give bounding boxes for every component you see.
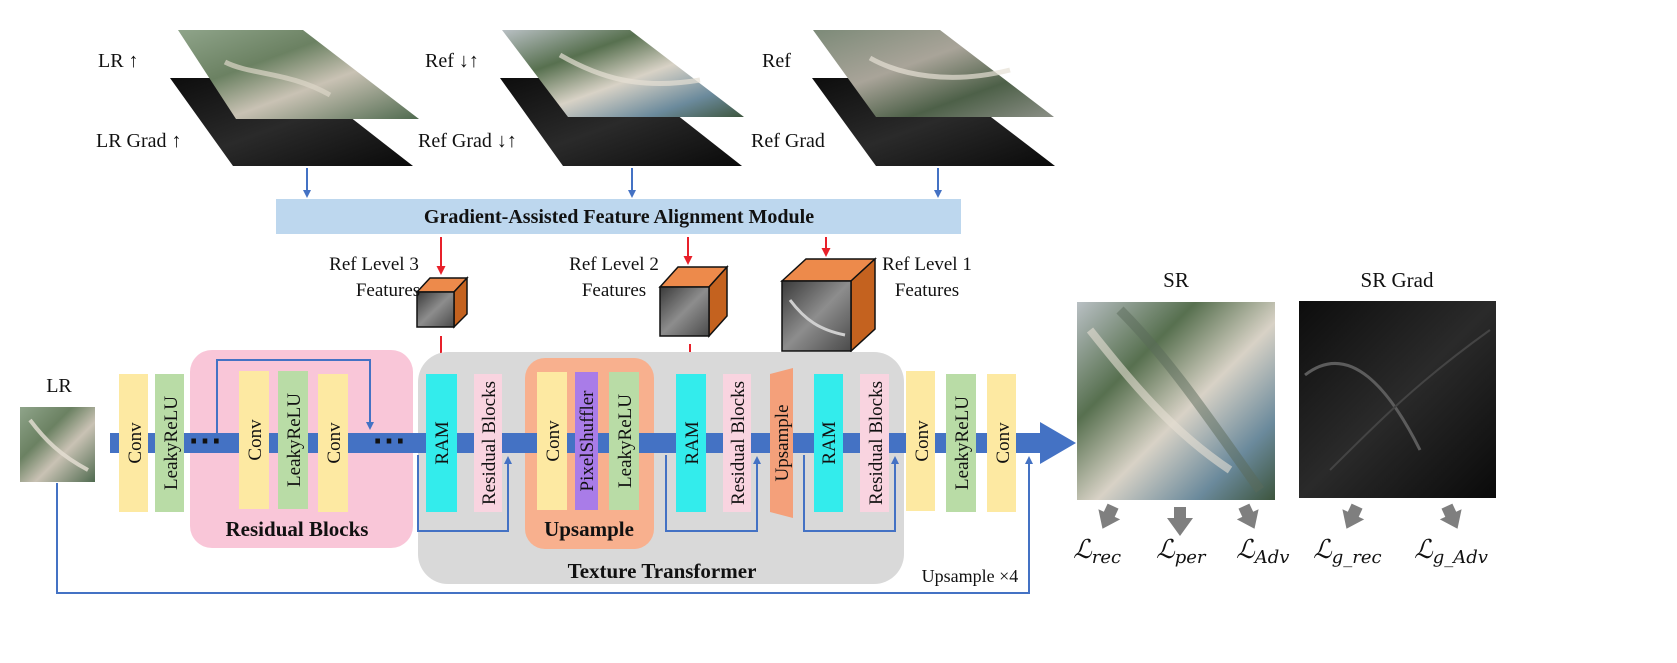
leaky-block-2-label: LeakyReLU — [284, 393, 305, 487]
ram-block-1-label: RAM — [432, 421, 453, 464]
global-skip-connection — [56, 456, 1033, 594]
ref-grad-label: Ref Grad — [751, 130, 825, 152]
loss-per: ℒper — [1156, 535, 1207, 568]
ref-level2-cube — [658, 265, 729, 338]
residual-blocks-group-label: Residual Blocks — [226, 517, 369, 541]
conv-block-3 — [318, 374, 348, 512]
residual-blocks-2 — [723, 374, 751, 512]
sr-grad-output-image — [1299, 301, 1496, 498]
conv-block-4-label: Conv — [543, 420, 564, 462]
ram-block-3 — [814, 374, 843, 512]
ram-block-2 — [676, 374, 706, 512]
ref-level1-label-2: Features — [895, 280, 959, 301]
leaky-block-1 — [155, 374, 184, 512]
leaky-block-4 — [946, 374, 976, 512]
residual-blocks-3-label: Residual Blocks — [866, 381, 887, 505]
ref-down-up-image — [502, 30, 744, 117]
lr-up-label: LR ↑ — [98, 50, 139, 72]
ref-label: Ref — [762, 50, 791, 72]
ref-level3-cube — [415, 276, 469, 329]
loss-arrows — [1098, 503, 1462, 536]
loss-g-rec: ℒg_rec — [1313, 535, 1382, 568]
sr-grad-label: SR Grad — [1361, 268, 1434, 292]
gafam-module — [276, 199, 961, 234]
residual-blocks-3 — [860, 374, 889, 512]
conv-block-5 — [906, 371, 935, 511]
ref-level2-label-1: Ref Level 2 — [569, 254, 659, 275]
leaky-block-2 — [278, 371, 308, 509]
top-inputs: LR ↑ LR Grad ↑ Ref ↓↑ Ref Grad ↓↑ Ref Re… — [96, 30, 1055, 198]
leaky-block-3-label: LeakyReLU — [615, 394, 636, 488]
leaky-block-1-label: LeakyReLU — [161, 396, 182, 490]
lr-grad-up-label: LR Grad ↑ — [96, 130, 182, 152]
conv-block-1 — [119, 374, 148, 512]
pixelshuffler-block — [575, 372, 598, 510]
conv-block-1-label: Conv — [125, 422, 146, 464]
pixelshuffler-label: PixelShuffler — [577, 390, 598, 492]
conv-block-5-label: Conv — [912, 420, 933, 462]
leaky-block-3 — [609, 372, 639, 510]
lr-label: LR — [46, 375, 72, 397]
dots-1: ⋯ — [188, 423, 222, 460]
backbone-arrowhead — [1040, 422, 1076, 464]
lr-up-image — [178, 30, 419, 119]
ref-level3-label-1: Ref Level 3 — [329, 254, 419, 275]
ref-down-up-label: Ref ↓↑ — [425, 50, 479, 72]
upsample-group-label: Upsample — [544, 517, 634, 541]
ref-level1-label-1: Ref Level 1 — [882, 254, 972, 275]
ram-block-2-label: RAM — [682, 421, 703, 464]
dots-2: ⋯ — [372, 423, 406, 460]
lr-input-image — [20, 407, 95, 482]
ref-image — [813, 30, 1054, 117]
ram-block-1 — [426, 374, 457, 512]
upsample-block-label: Upsample — [772, 404, 793, 481]
loss-rec: ℒrec — [1073, 535, 1121, 568]
gafam-label: Gradient-Assisted Feature Alignment Modu… — [424, 206, 814, 228]
upsample-block — [770, 368, 793, 518]
conv-block-6 — [987, 374, 1016, 512]
loss-g-adv: ℒg_Adv — [1414, 535, 1488, 568]
ref-level1-cube — [780, 257, 877, 353]
conv-block-4 — [537, 372, 567, 510]
conv-block-3-label: Conv — [324, 422, 345, 464]
residual-blocks-2-label: Residual Blocks — [728, 381, 749, 505]
upsample-x4-label: Upsample ×4 — [922, 566, 1019, 586]
ram-block-3-label: RAM — [819, 421, 840, 464]
loss-adv: ℒAdv — [1236, 535, 1289, 568]
sr-label: SR — [1163, 268, 1189, 292]
ref-level2-label-2: Features — [582, 280, 646, 301]
texture-transformer-label: Texture Transformer — [568, 559, 757, 583]
conv-block-6-label: Conv — [993, 422, 1014, 464]
conv-block-2-label: Conv — [245, 419, 266, 461]
conv-block-2 — [239, 371, 269, 509]
ref-grad-down-up-label: Ref Grad ↓↑ — [418, 130, 517, 152]
ref-level3-label-2: Features — [356, 280, 420, 301]
residual-blocks-1-label: Residual Blocks — [479, 381, 500, 505]
leaky-block-4-label: LeakyReLU — [952, 396, 973, 490]
residual-blocks-1 — [474, 374, 502, 512]
